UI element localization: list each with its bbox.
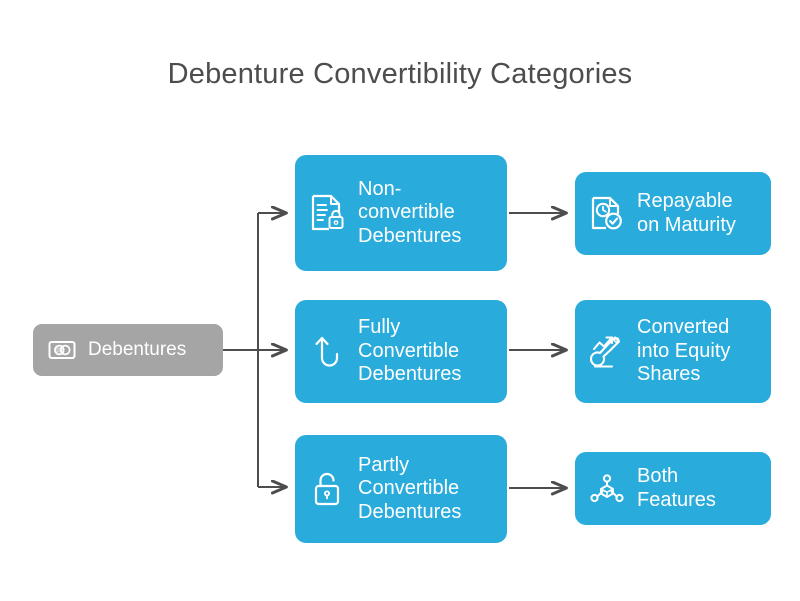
- rocket-growth-icon: [589, 335, 621, 368]
- node-repayable-on-maturity[interactable]: Repayable on Maturity: [575, 172, 771, 255]
- node-non-convertible-debentures[interactable]: Non- convertible Debentures: [295, 155, 507, 271]
- curved-up-arrow-icon: [315, 336, 339, 367]
- node-label: Repayable on Maturity: [637, 189, 736, 236]
- network-nodes-icon: [590, 473, 624, 502]
- document-lock-icon: [311, 194, 344, 231]
- node-converted-into-equity-shares[interactable]: Converted into Equity Shares: [575, 300, 771, 403]
- node-label: Fully Convertible Debentures: [358, 316, 462, 386]
- node-label: Non- convertible Debentures: [358, 177, 462, 247]
- page-title: Debenture Convertibility Categories: [167, 58, 633, 90]
- node-label: Partly Convertible Debentures: [358, 453, 462, 523]
- node-partly-convertible-debentures[interactable]: Partly Convertible Debentures: [295, 435, 507, 543]
- document-clock-check-icon: [591, 196, 622, 229]
- node-label: Debentures: [88, 338, 187, 360]
- node-both-features[interactable]: Both Features: [575, 452, 771, 525]
- node-label: Both Features: [637, 464, 716, 511]
- node-label: Converted into Equity Shares: [637, 316, 731, 386]
- node-debentures-root[interactable]: Debentures: [33, 324, 223, 376]
- node-fully-convertible-debentures[interactable]: Fully Convertible Debentures: [295, 300, 507, 403]
- unlocked-padlock-icon: [314, 472, 340, 506]
- banknote-icon: [48, 341, 76, 359]
